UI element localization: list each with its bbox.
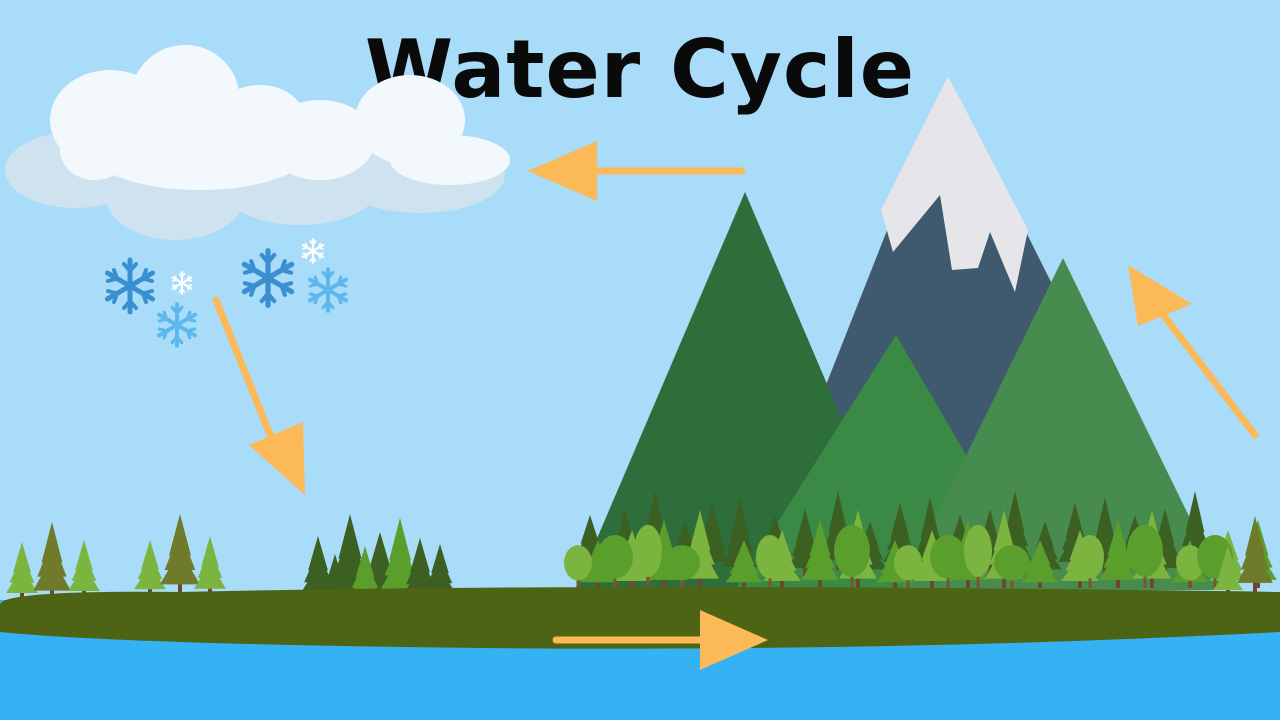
tree-icon xyxy=(1176,545,1204,588)
tree-group-left xyxy=(6,514,226,600)
tree-icon xyxy=(134,540,166,596)
tree-icon xyxy=(194,536,226,596)
tree-icon xyxy=(930,534,966,588)
snowflake-icon xyxy=(108,260,153,312)
tree-icon xyxy=(33,522,71,600)
tree-icon xyxy=(6,542,38,600)
tree-icon xyxy=(1021,540,1059,588)
tree-icon xyxy=(160,514,200,594)
tree-icon xyxy=(424,544,456,600)
precipitation-arrow xyxy=(212,296,305,495)
runoff-arrow xyxy=(552,610,768,670)
tree-icon xyxy=(1213,546,1243,596)
tree-icon xyxy=(1127,524,1163,588)
ground-icon xyxy=(0,587,1280,649)
snowflake-icon xyxy=(159,304,195,346)
tree-icon xyxy=(756,534,784,588)
tree-icon xyxy=(664,545,700,588)
tree-icon xyxy=(964,524,992,588)
snowflake-icon xyxy=(301,238,325,264)
tree-icon xyxy=(68,540,100,598)
tree-icon xyxy=(1076,534,1104,588)
tree-icon xyxy=(1237,516,1273,592)
tree-icon xyxy=(597,534,633,588)
tree-group-right xyxy=(564,491,1277,596)
snowflake-icon xyxy=(171,271,193,295)
cloud-icon xyxy=(5,45,510,240)
tree-icon xyxy=(634,524,662,588)
tree-icon xyxy=(725,540,763,588)
tree-icon xyxy=(994,545,1030,588)
tree-icon xyxy=(894,545,922,588)
tree-icon xyxy=(564,545,592,588)
snowflake-icon xyxy=(310,269,346,311)
snowflake-icon xyxy=(244,251,291,306)
condensation-arrow xyxy=(528,141,746,201)
tree-icon xyxy=(1099,520,1137,588)
evaporation-arrow xyxy=(1128,265,1259,439)
tree-icon xyxy=(834,524,870,588)
tree-icon xyxy=(801,520,839,588)
